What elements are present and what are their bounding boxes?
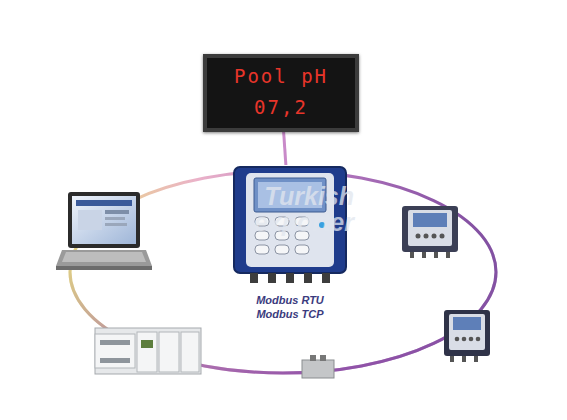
connector-line	[284, 132, 286, 165]
watermark: Turkish exporter	[236, 183, 354, 235]
keypad-button	[255, 245, 269, 254]
controller-device	[402, 206, 458, 258]
cable-gland	[322, 273, 330, 283]
keypad-button	[295, 245, 309, 254]
cable-gland	[304, 273, 312, 283]
junction-box	[302, 355, 334, 378]
keypad-button	[275, 245, 289, 254]
cable-gland	[250, 273, 258, 283]
plc	[95, 328, 201, 374]
cable-gland	[286, 273, 294, 283]
protocol-heading: Modbus RTU Modbus TCP	[242, 293, 338, 321]
display-text: 07,2	[207, 96, 355, 118]
led-display: Pool pH 07,2	[203, 54, 359, 132]
laptop	[56, 192, 152, 270]
cable-gland	[268, 273, 276, 283]
controller-device	[444, 310, 490, 362]
display-text: Pool pH	[207, 65, 355, 87]
